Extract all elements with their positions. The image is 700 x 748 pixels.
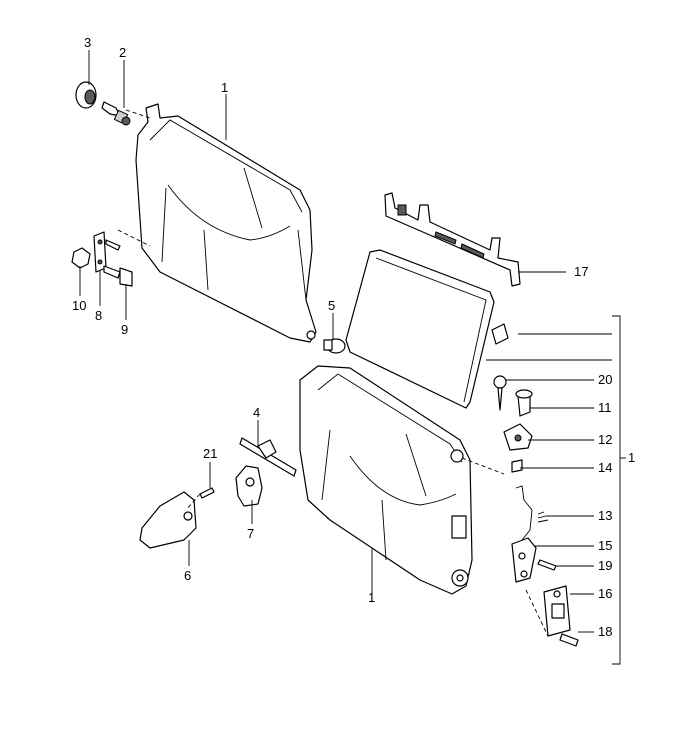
callout-12: 12 xyxy=(598,432,612,447)
striker-16 xyxy=(543,585,571,637)
callout-4: 4 xyxy=(253,405,260,420)
callout-7: 7 xyxy=(247,526,254,541)
callout-10: 10 xyxy=(72,298,86,313)
callout-16: 16 xyxy=(598,586,612,601)
clip-14 xyxy=(511,459,523,473)
latch-housing-7 xyxy=(235,465,263,507)
callout-1-bottom: 1 xyxy=(368,590,375,605)
bracket-17 xyxy=(384,192,521,287)
callout-13: 13 xyxy=(598,508,612,523)
callout-20: 20 xyxy=(598,372,612,387)
screw-21 xyxy=(199,487,215,499)
spring-13 xyxy=(537,511,549,523)
callout-6: 6 xyxy=(184,568,191,583)
callout-14: 14 xyxy=(598,460,612,475)
callout-11: 11 xyxy=(598,400,612,415)
callout-1-top: 1 xyxy=(221,80,228,95)
clip-upper xyxy=(491,323,509,345)
callout-3: 3 xyxy=(84,35,91,50)
callout-8: 8 xyxy=(95,308,102,323)
cap-5 xyxy=(323,338,346,354)
cover-6 xyxy=(139,491,197,549)
backrest-lower xyxy=(299,365,473,595)
screw-20 xyxy=(493,375,507,411)
backrest-upper xyxy=(135,103,317,343)
bolt-9 xyxy=(103,265,133,287)
release-rod-4 xyxy=(239,437,297,477)
callout-19: 19 xyxy=(598,558,612,573)
nut-10 xyxy=(71,247,91,269)
callout-15: 15 xyxy=(598,538,612,553)
callout-17: 17 xyxy=(574,264,588,279)
callout-5: 5 xyxy=(328,298,335,313)
bolt-2 xyxy=(101,101,131,126)
callout-2: 2 xyxy=(119,45,126,60)
callout-9: 9 xyxy=(121,322,128,337)
cable-15 xyxy=(511,485,537,583)
callout-18: 18 xyxy=(598,624,612,639)
knob-3 xyxy=(75,81,97,109)
callout-1-bracket: 1 xyxy=(628,450,635,465)
screw-19 xyxy=(537,559,557,571)
screw-18 xyxy=(559,633,579,647)
hinge-plate-8 xyxy=(93,231,121,273)
rear-panel xyxy=(345,249,495,409)
latch-plate-12 xyxy=(503,423,533,451)
callout-21: 21 xyxy=(203,446,217,461)
pin-11 xyxy=(515,389,533,417)
